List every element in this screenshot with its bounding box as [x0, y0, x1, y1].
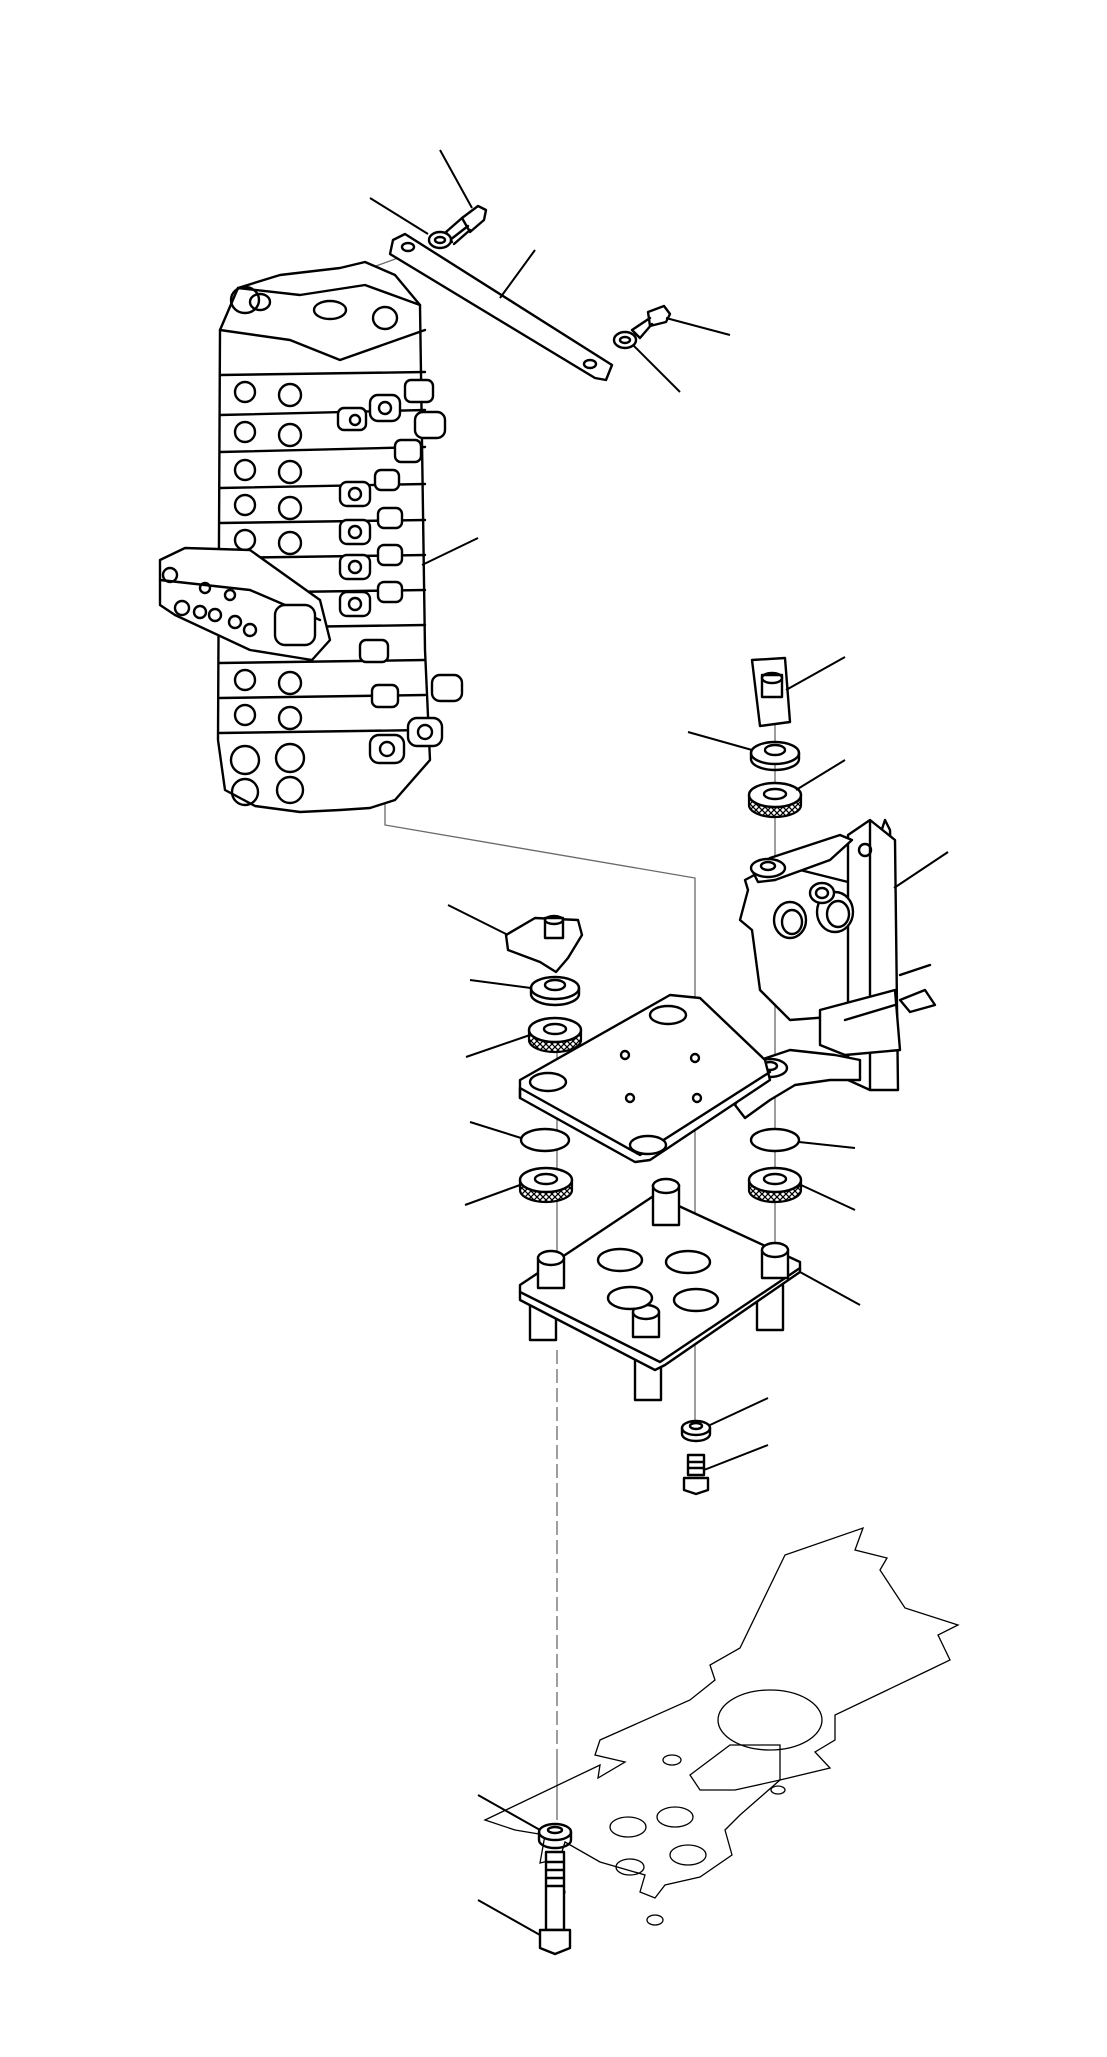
- bottom-washer: [537, 1822, 573, 1850]
- leader-oring-r: [798, 1141, 856, 1149]
- leader-washer-small: [709, 1397, 769, 1426]
- mount-bracket: [733, 818, 937, 1120]
- valve-fittings-right: [336, 378, 464, 765]
- plate-washer-small: [680, 1419, 712, 1443]
- leader-clip-nut: [447, 904, 509, 936]
- leader-washer-l: [469, 979, 532, 989]
- left-o-ring: [519, 1127, 571, 1153]
- left-washer: [529, 975, 581, 1007]
- strap-bolt-upper-right: [630, 304, 672, 340]
- strap-washer-upper-right: [612, 330, 638, 350]
- bottom-hex-bolt: [538, 1850, 572, 1956]
- valve-mounting-strap: [388, 232, 614, 382]
- leader-nut-plate: [785, 656, 846, 691]
- bracket-nut-plate: [750, 656, 792, 728]
- left-cushion: [527, 1016, 583, 1054]
- base-plate-with-bosses: [518, 1177, 802, 1402]
- leader-cushion-ur: [795, 759, 846, 791]
- left-clip-nut: [504, 914, 584, 974]
- plate-cap-screw: [682, 1453, 710, 1496]
- strap-washer-upper-left: [427, 230, 453, 250]
- leader-valve: [421, 537, 479, 566]
- lower-right-cushion: [747, 1166, 803, 1204]
- callout-leaders: [369, 149, 949, 1936]
- leader-bolt-right: [665, 317, 731, 336]
- valve-ports: [229, 380, 306, 807]
- lower-left-cushion: [518, 1166, 574, 1204]
- leader-bolt-top: [439, 149, 473, 209]
- bracket-bosses: [772, 881, 855, 940]
- leader-washer-ur: [687, 731, 753, 751]
- valve-side-block: [158, 546, 332, 662]
- strap-bolt-upper-left: [444, 204, 488, 246]
- leader-bottom-washer: [477, 1794, 541, 1831]
- leader-cap-screw: [703, 1444, 769, 1471]
- leader-base-plate: [799, 1271, 861, 1306]
- leader-oring-l: [469, 1121, 522, 1139]
- leader-cushion-lr: [800, 1184, 856, 1211]
- leader-strap: [499, 249, 536, 299]
- control-valve-assembly: [158, 260, 464, 814]
- leader-cushion-ll: [464, 1184, 521, 1206]
- leader-bracket: [893, 851, 949, 889]
- leader-bottom-bolt: [477, 1899, 541, 1936]
- valve-mount-plate: [518, 993, 772, 1164]
- leader-washer-top: [369, 197, 429, 235]
- leader-cushion-l: [465, 1034, 531, 1058]
- floor-plate-outline: [483, 1526, 960, 1926]
- leader-washer-right: [632, 344, 681, 393]
- upper-right-cushion: [747, 781, 803, 819]
- upper-right-washer: [749, 740, 801, 772]
- right-o-ring: [749, 1127, 801, 1153]
